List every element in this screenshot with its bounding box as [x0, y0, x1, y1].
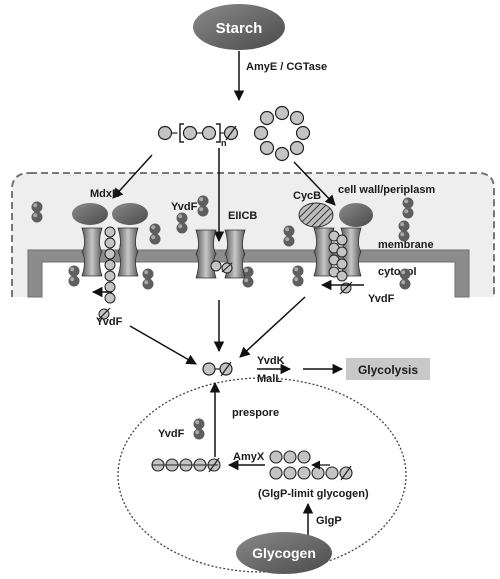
glycolysis-label: Glycolysis [358, 363, 418, 377]
mall-label: MalL [257, 373, 282, 385]
eiicb-transporter [195, 229, 246, 279]
yvdf-top-label: YvdF [171, 201, 198, 213]
prespore-boundary [117, 377, 407, 573]
prespore-label: prespore [232, 407, 279, 419]
cell-wall-label: cell wall/periplasm [338, 184, 435, 196]
yvdf-right-label: YvdF [368, 293, 395, 305]
glgp-limit-glycogen [269, 450, 353, 480]
maltose [202, 361, 233, 377]
reducing-end-mark [340, 465, 352, 481]
glycogen-node [236, 532, 332, 574]
yvdf-left-label: YvdF [96, 316, 123, 328]
arrow-mdxe-to-maltose [129, 325, 197, 365]
chain-subscript: n [221, 138, 227, 148]
glgp-limit-label: (GlgP-limit glycogen) [258, 488, 369, 500]
cycb-transporter [298, 202, 373, 295]
glycolysis-box [346, 358, 430, 380]
membrane-label: membrane [378, 239, 434, 251]
arrow-to-mdxe [112, 154, 153, 199]
prespore-maltodextrin [151, 457, 221, 473]
cyclodextrin-ring [253, 105, 311, 162]
glycogen-label: Glycogen [252, 545, 316, 561]
mdxe-label: MdxE [90, 188, 119, 200]
yvdf-prespore-label: YvdF [158, 428, 185, 440]
cytosol-label: cytosol [378, 266, 417, 278]
cell-wall-outline [11, 172, 495, 297]
amyx-label: AmyX [233, 451, 265, 463]
starch-label: Starch [216, 20, 263, 37]
yvdf-prespore-dimer [193, 418, 205, 440]
eiicb-label: EIICB [228, 210, 257, 222]
amye-cgtase-label: AmyE / CGTase [246, 61, 327, 73]
starch-node [193, 4, 285, 50]
maltodextrin-chain: n [157, 123, 239, 148]
mdxe-transporter [72, 203, 148, 321]
arrow-to-cycb [293, 161, 336, 206]
arrow-cycb-to-maltose [239, 296, 306, 358]
glgp-label: GlgP [316, 515, 342, 527]
cycb-label: CycB [293, 190, 321, 202]
yvdk-label: YvdK [257, 355, 285, 367]
